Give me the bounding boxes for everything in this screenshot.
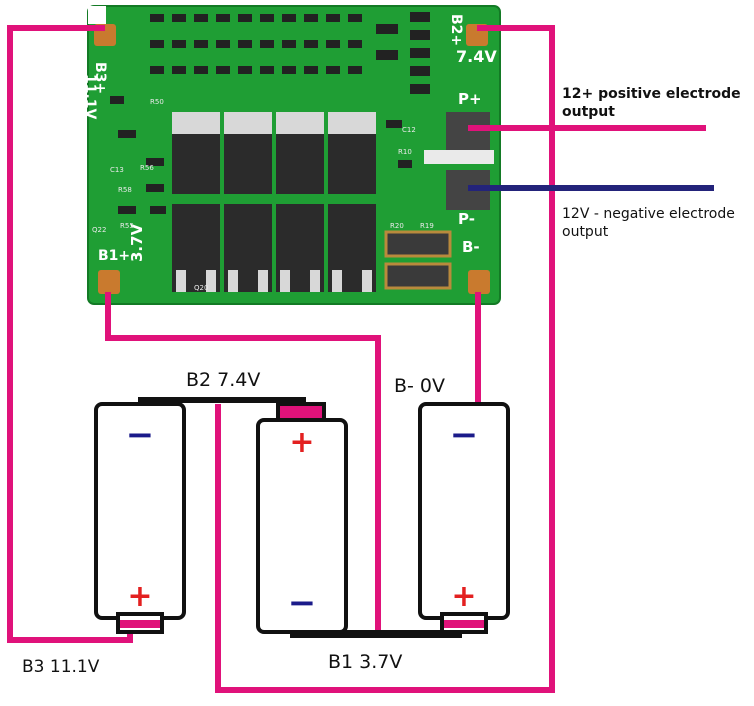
cell-2-positive-icon: +: [289, 425, 314, 460]
designator-r19: R19: [420, 222, 434, 230]
cell-1-positive-icon: +: [127, 579, 152, 614]
designator-r58: R58: [118, 186, 132, 194]
battery-pack: − + + − − +: [94, 397, 510, 638]
silk-b2-voltage: 7.4V: [456, 47, 497, 66]
silk-b3-label: B3+: [92, 62, 108, 94]
mosfet-row-upper: [172, 112, 376, 194]
battery-cell-1: − +: [94, 402, 186, 634]
designator-c12: C12: [402, 126, 416, 134]
label-bminus-node: B- 0V: [394, 375, 445, 397]
output-connector-block: [424, 112, 494, 210]
pad-bminus: [468, 270, 490, 294]
designator-r50: R50: [150, 98, 164, 106]
annotations: 12+ positive electrode output 12V - nega…: [22, 86, 741, 677]
cell-1-negative-icon: −: [126, 415, 155, 455]
cell-2-negative-icon: −: [288, 583, 317, 623]
label-negative-output-line2: output: [562, 224, 609, 240]
silk-bminus-label: B-: [462, 238, 480, 256]
silk-b1-voltage: 3.7V: [128, 223, 146, 262]
battery-cell-2: + −: [256, 402, 348, 634]
wire-b1: [105, 292, 381, 636]
silk-b3-voltage: 11.1V: [82, 74, 98, 120]
label-b2-node: B2 7.4V: [186, 369, 260, 391]
designator-r10: R10: [398, 148, 412, 156]
label-b3-node: B3 11.1V: [22, 657, 100, 677]
shunt-resistors: [384, 230, 452, 290]
bms-pcb-board: B3+ 11.1V B2+ 7.4V B1+ 3.7V B- P+ P- R50…: [82, 5, 501, 305]
silk-b2-label: B2+: [448, 14, 464, 46]
label-negative-output-line1: 12V - negative electrode: [562, 206, 735, 222]
designator-r56: R56: [140, 164, 154, 172]
label-positive-output-line2: output: [562, 104, 615, 120]
cell-3-positive-icon: +: [451, 579, 476, 614]
pad-b1: [98, 270, 120, 294]
designator-q22: Q22: [92, 226, 106, 234]
battery-cell-3: − +: [418, 402, 510, 634]
silk-b1-label: B1+: [98, 248, 130, 264]
designator-c13: C13: [110, 166, 124, 174]
designator-r55: R55: [120, 222, 134, 230]
smd-component-array: [110, 12, 430, 214]
silk-pplus-label: P+: [458, 90, 482, 108]
label-b1-node: B1 3.7V: [328, 651, 402, 673]
silk-pminus-label: P-: [458, 210, 475, 228]
cell-3-negative-icon: −: [450, 415, 479, 455]
wire-b2: [215, 25, 555, 693]
designator-r20: R20: [390, 222, 404, 230]
mosfet-row-lower: [172, 204, 376, 292]
label-positive-output-line1: 12+ positive electrode: [562, 86, 741, 102]
designator-q20: Q20: [194, 284, 208, 292]
